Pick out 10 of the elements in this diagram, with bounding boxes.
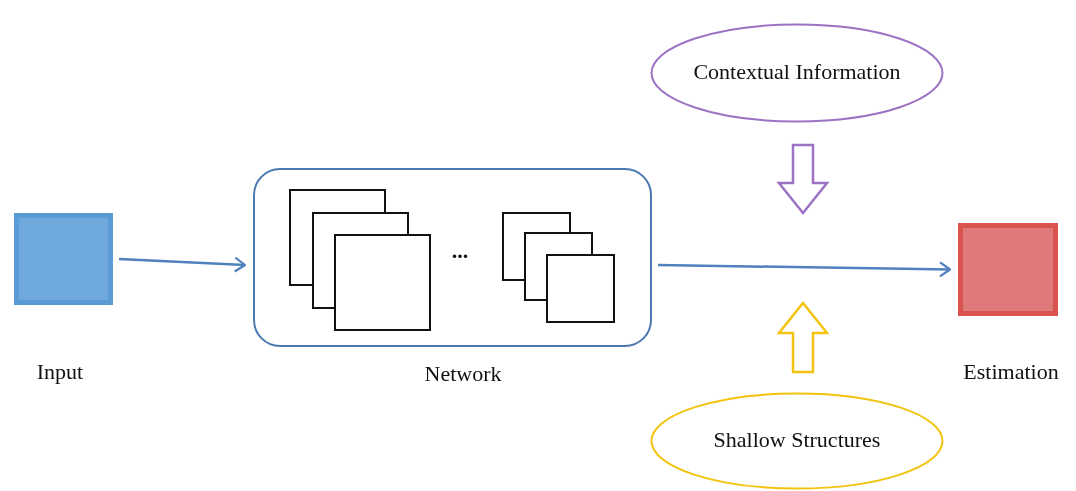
arrow (118, 256, 247, 273)
node-label: Estimation (962, 359, 1060, 385)
node-label: Input (35, 359, 85, 385)
block-arrow (776, 301, 830, 374)
ellipsis-label: ... (450, 238, 470, 264)
node-label: Network (423, 361, 503, 387)
block-arrow (776, 143, 830, 215)
arrow (657, 261, 952, 278)
node-label: Contextual Information (692, 59, 902, 85)
node-label: Shallow Structures (712, 427, 882, 453)
